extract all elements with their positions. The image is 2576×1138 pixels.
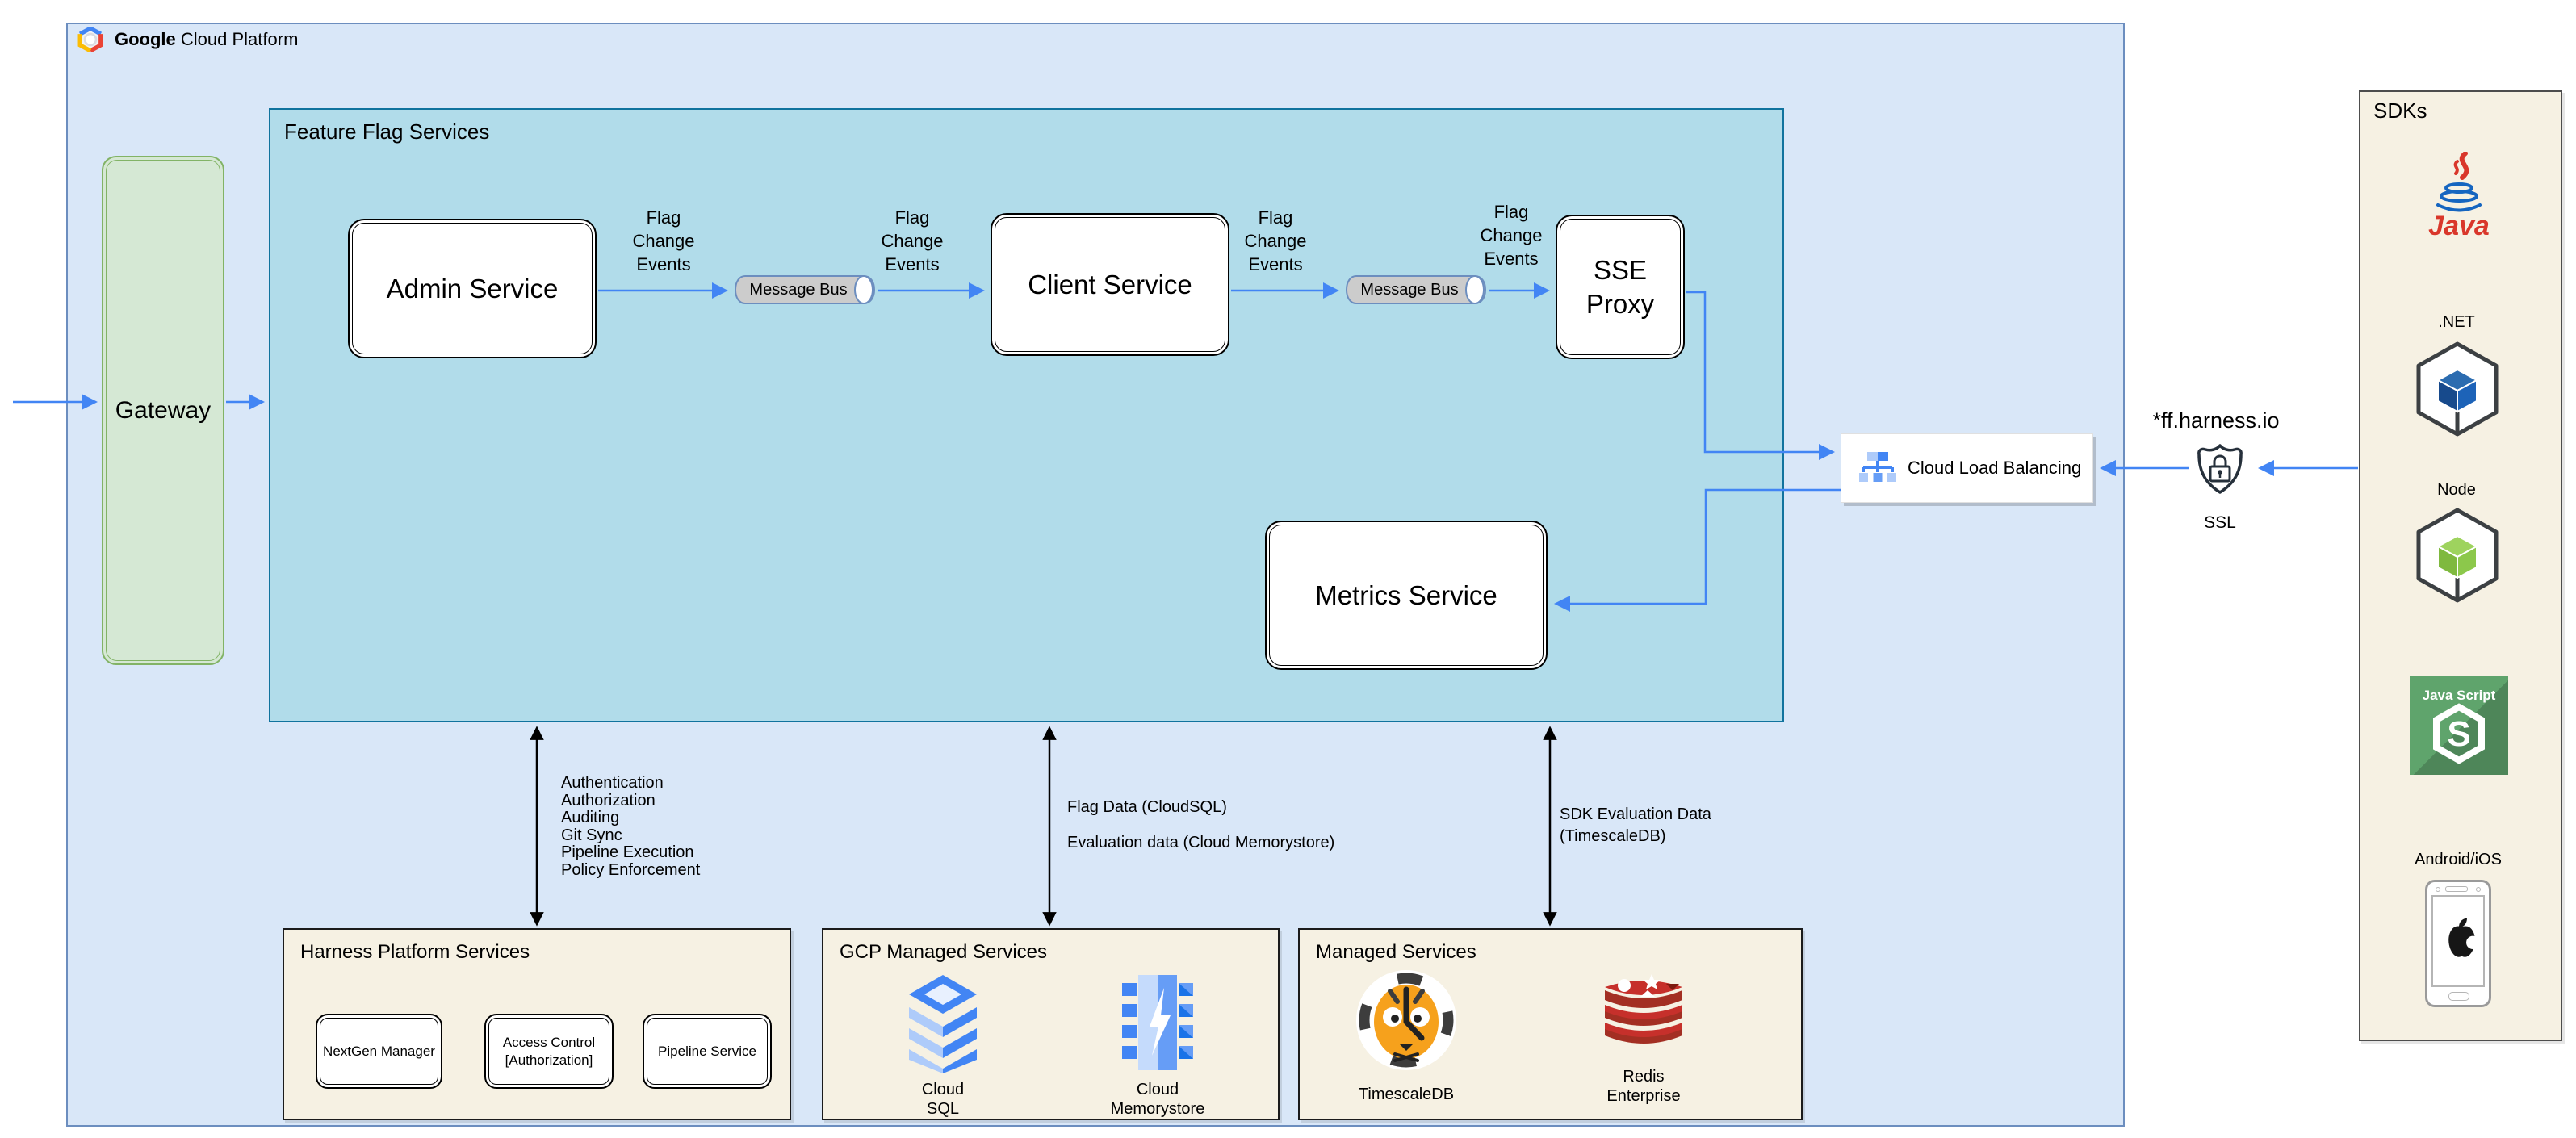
message-bus-2: Message Bus xyxy=(1345,274,1487,305)
sse-proxy-node: SSE Proxy xyxy=(1556,215,1685,359)
feature-flag-services-title: Feature Flag Services xyxy=(284,119,490,144)
android-ios-label: Android/iOS xyxy=(2415,851,2502,868)
apple-logo-icon xyxy=(2448,918,2480,957)
javascript-icon: Java Script S xyxy=(2410,676,2508,775)
load-balancer-icon xyxy=(1859,452,1896,482)
cloud-load-balancing-node: Cloud Load Balancing xyxy=(1841,433,2093,503)
gateway-node: Gateway xyxy=(102,156,224,665)
dotnet-label: .NET xyxy=(2438,313,2475,331)
flag-change-events-label-3: Flag Change Events xyxy=(1244,207,1307,274)
svg-text:Java: Java xyxy=(2428,211,2490,241)
pipeline-service-node: Pipeline Service xyxy=(643,1014,772,1089)
phone-camera-dot xyxy=(2436,887,2440,892)
flag-data-annotation: Flag Data (CloudSQL) xyxy=(1067,798,1227,816)
ssl-label: SSL xyxy=(2204,513,2236,532)
flag-change-events-label-1: Flag Change Events xyxy=(632,207,695,274)
metrics-service-node: Metrics Service xyxy=(1265,521,1548,670)
gcp-managed-services-title: GCP Managed Services xyxy=(840,941,1048,963)
phone-home-button xyxy=(2448,992,2469,1001)
evaluation-data-annotation: Evaluation data (Cloud Memorystore) xyxy=(1067,834,1335,851)
java-logo-icon: Java xyxy=(2428,152,2490,241)
harness-platform-services-title: Harness Platform Services xyxy=(300,941,530,963)
smartphone-icon xyxy=(2425,880,2491,1007)
timescaledb-label: TimescaleDB xyxy=(1358,1086,1455,1103)
cloud-load-balancing-label: Cloud Load Balancing xyxy=(1908,458,2082,478)
phone-sensor-dot xyxy=(2476,887,2481,892)
phone-speaker xyxy=(2445,886,2468,892)
client-service-node: Client Service xyxy=(991,213,1229,356)
javascript-icon-text: Java Script xyxy=(2422,688,2496,703)
node-label: Node xyxy=(2437,481,2476,499)
cylinder-icon xyxy=(734,275,876,304)
node-package-icon xyxy=(2416,508,2499,603)
platform-capabilities-list: Authentication Authorization Auditing Gi… xyxy=(561,774,701,879)
gcp-logo-icon xyxy=(77,27,103,52)
cylinder-icon xyxy=(1345,275,1487,304)
phone-screen xyxy=(2431,895,2485,987)
sdk-evaluation-annotation: SDK Evaluation Data (TimescaleDB) xyxy=(1560,805,1711,845)
svg-text:S: S xyxy=(2447,714,2470,754)
ssl-shield-lock-icon xyxy=(2197,444,2243,494)
flag-change-events-label-4: Flag Change Events xyxy=(1480,202,1543,269)
managed-services-title: Managed Services xyxy=(1316,941,1476,963)
timescaledb-tiger-icon xyxy=(1356,970,1456,1070)
dotnet-package-icon xyxy=(2416,341,2499,437)
redis-icon xyxy=(1605,974,1682,1044)
nextgen-manager-node: NextGen Manager xyxy=(316,1014,442,1089)
javascript-s-hexagon: S xyxy=(2433,703,2485,764)
sdks-title: SDKs xyxy=(2373,98,2427,123)
gateway-label: Gateway xyxy=(115,396,212,424)
flag-change-events-label-2: Flag Change Events xyxy=(881,207,944,274)
message-bus-1: Message Bus xyxy=(734,274,876,305)
gcp-header: Google Cloud Platform xyxy=(77,27,298,52)
ff-harness-domain-label: *ff.harness.io xyxy=(2152,408,2280,433)
gcp-header-title: Google Cloud Platform xyxy=(115,29,299,49)
cloud-memorystore-icon xyxy=(1122,975,1193,1070)
gcp-managed-services-box xyxy=(822,928,1280,1120)
cloud-sql-icon xyxy=(909,975,977,1073)
access-control-node: Access Control[Authorization] xyxy=(484,1014,614,1089)
admin-service-node: Admin Service xyxy=(348,219,597,358)
